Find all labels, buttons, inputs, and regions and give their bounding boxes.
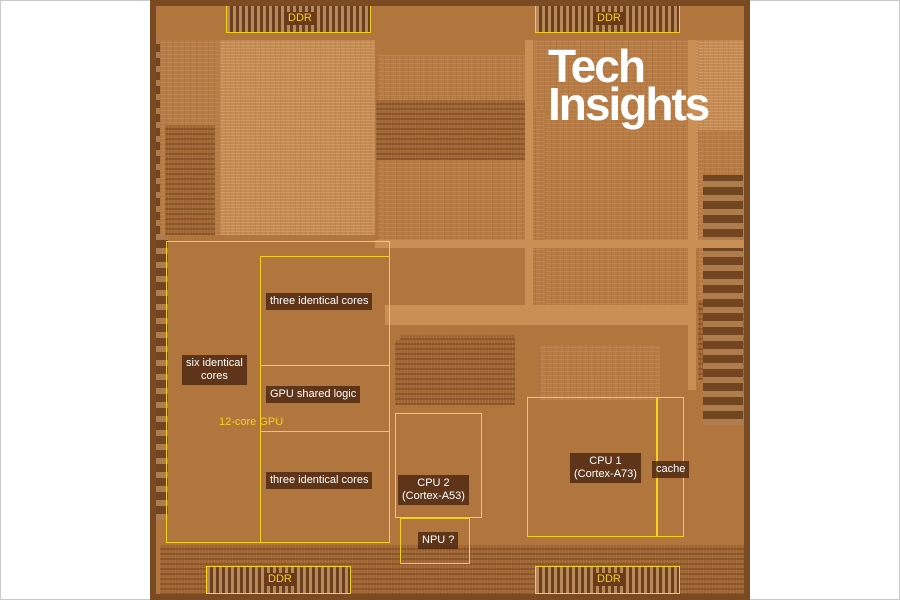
cpu1-label: CPU 1 (Cortex-A73) — [570, 453, 641, 483]
cpu1-line1: CPU 1 — [589, 455, 622, 467]
cpu2-line1: CPU 2 — [417, 477, 450, 489]
die-region-lower-mid — [395, 340, 515, 405]
gpu-shared-outline — [260, 365, 390, 432]
gpu-title-label: 12-core GPU — [219, 416, 284, 428]
die-region-lower-center — [540, 345, 660, 400]
gpu-six-cores-line2: cores — [200, 370, 228, 382]
gpu-shared-logic-label: GPU shared logic — [266, 386, 361, 403]
gpu-six-cores-label: six identical cores — [182, 355, 247, 385]
logo-line-2: Insights — [548, 78, 710, 130]
npu-outline — [400, 518, 470, 564]
gpu-six-cores-line1: six identical — [186, 357, 243, 369]
die-region-left-upper-strip — [165, 125, 215, 235]
die-east-edge-pads — [703, 175, 743, 425]
ddr-top-right-label: DDR — [593, 12, 625, 25]
cpu2-label: CPU 2 (Cortex-A53) — [398, 475, 469, 505]
die-bus-horizontal — [375, 240, 750, 248]
cpu2-outline — [395, 413, 482, 518]
ddr-bottom-right-label: DDR — [593, 573, 625, 586]
cpu1-line2: (Cortex-A73) — [574, 468, 637, 480]
chip-die-photo: DDR DDR DDR DDR six identical cores thre… — [150, 0, 750, 600]
die-bus-vertical — [525, 40, 533, 310]
cache-label: cache — [652, 461, 690, 478]
die-bus-vertical-2 — [688, 40, 696, 390]
gpu-three-cores-top-label: three identical cores — [266, 293, 373, 310]
cpu2-line2: (Cortex-A53) — [402, 490, 465, 502]
ddr-top-left-label: DDR — [284, 12, 316, 25]
techinsights-logo: Tech Insights — [548, 40, 728, 130]
die-bus-horizontal-2 — [385, 305, 690, 325]
gpu-three-cores-bottom-label: three identical cores — [266, 472, 373, 489]
npu-label: NPU ? — [418, 532, 459, 549]
die-region-top-mid — [376, 100, 536, 160]
ddr-bottom-left-label: DDR — [264, 573, 296, 586]
logo-line-1: Tech — [548, 40, 646, 92]
die-region-right-side-top — [698, 40, 750, 130]
die-region-right-visible — [545, 118, 695, 308]
